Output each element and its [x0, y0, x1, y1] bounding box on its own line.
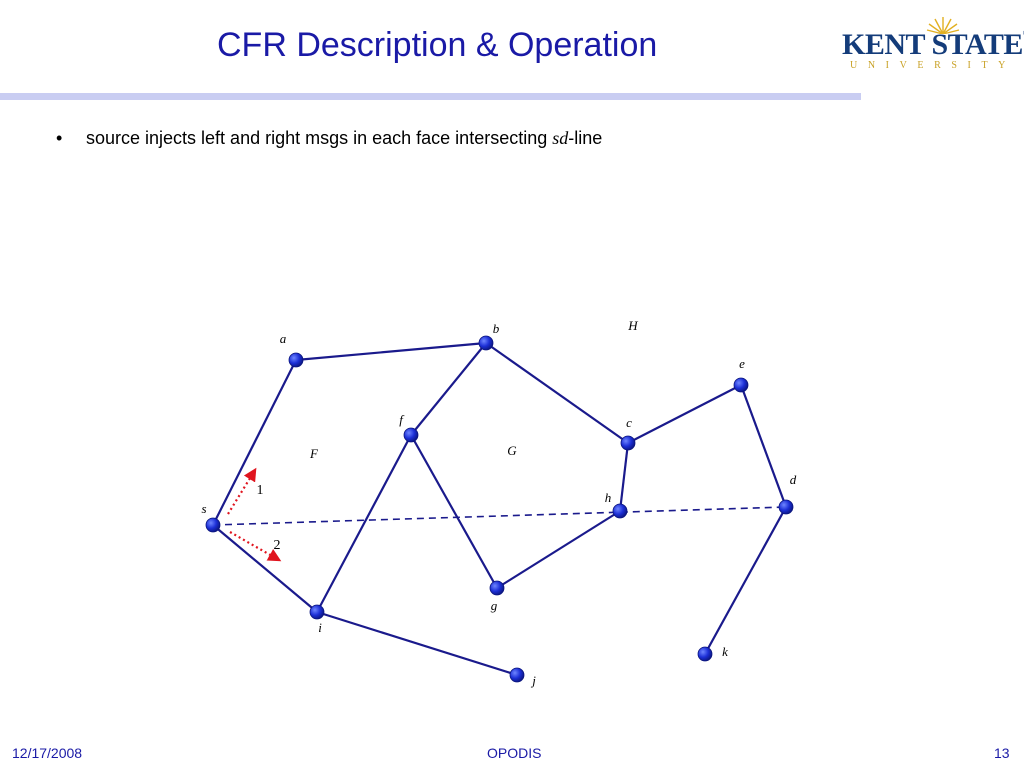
node-a [288, 352, 304, 368]
edge-c-e [627, 384, 742, 444]
bullet-item: • source injects left and right msgs in e… [56, 128, 602, 149]
message-arrow-1 [227, 467, 257, 515]
node-h [612, 503, 628, 519]
face-label-F: F [309, 446, 319, 461]
node-label-f: f [399, 412, 405, 427]
node-k [697, 646, 713, 662]
node-label-h: h [605, 490, 612, 505]
logo-subline: UNIVERSITY [850, 60, 1016, 71]
bullet-text-italic: sd [552, 128, 569, 148]
node-s [205, 517, 221, 533]
edge-c-h [618, 442, 630, 512]
footer-date: 12/17/2008 [12, 745, 83, 761]
edge-s-i [212, 524, 318, 613]
node-label-s: s [201, 501, 206, 516]
footer-page-number: 13 [994, 745, 1010, 761]
logo-wordmark: KENT STATE® [842, 28, 1024, 61]
node-label-b: b [493, 321, 500, 336]
node-b [478, 335, 494, 351]
sunburst-icon [926, 17, 960, 34]
message-arrow-label-2: 2 [274, 538, 281, 553]
face-label-H: H [627, 318, 638, 333]
node-f [403, 427, 419, 443]
node-g [489, 580, 505, 596]
node-label-k: k [722, 644, 728, 659]
sd-line [212, 506, 787, 526]
face-label-G: G [507, 443, 517, 458]
node-label-c: c [626, 415, 632, 430]
slide-title: CFR Description & Operation [217, 26, 658, 64]
node-label-g: g [491, 598, 498, 613]
node-label-j: j [530, 673, 536, 688]
edge-e-d [739, 384, 788, 508]
title-underline [0, 93, 861, 100]
kent-state-logo: KENT STATE® UNIVERSITY [836, 16, 1024, 72]
node-j [509, 667, 525, 683]
edge-b-f [410, 342, 487, 436]
edge-d-k [704, 506, 787, 655]
edge-i-j [316, 610, 518, 677]
edge-s-a [212, 359, 297, 526]
node-e [733, 377, 749, 393]
edge-a-b [295, 341, 487, 362]
edge-b-c [485, 342, 629, 444]
node-label-e: e [739, 356, 745, 371]
edge-h-g [496, 510, 621, 589]
node-label-i: i [318, 620, 322, 635]
node-c [620, 435, 636, 451]
bullet-marker: • [56, 128, 63, 148]
bullet-text-before: source injects left and right msgs in ea… [86, 128, 553, 148]
node-d [778, 499, 794, 515]
edge-f-i [316, 434, 412, 613]
node-label-a: a [280, 331, 287, 346]
edge-f-g [410, 434, 498, 589]
bullet-text-after: -line [568, 128, 603, 148]
message-arrow-label-1: 1 [257, 483, 264, 498]
footer-venue: OPODIS [487, 745, 542, 761]
node-i [309, 604, 325, 620]
node-label-d: d [790, 472, 797, 487]
